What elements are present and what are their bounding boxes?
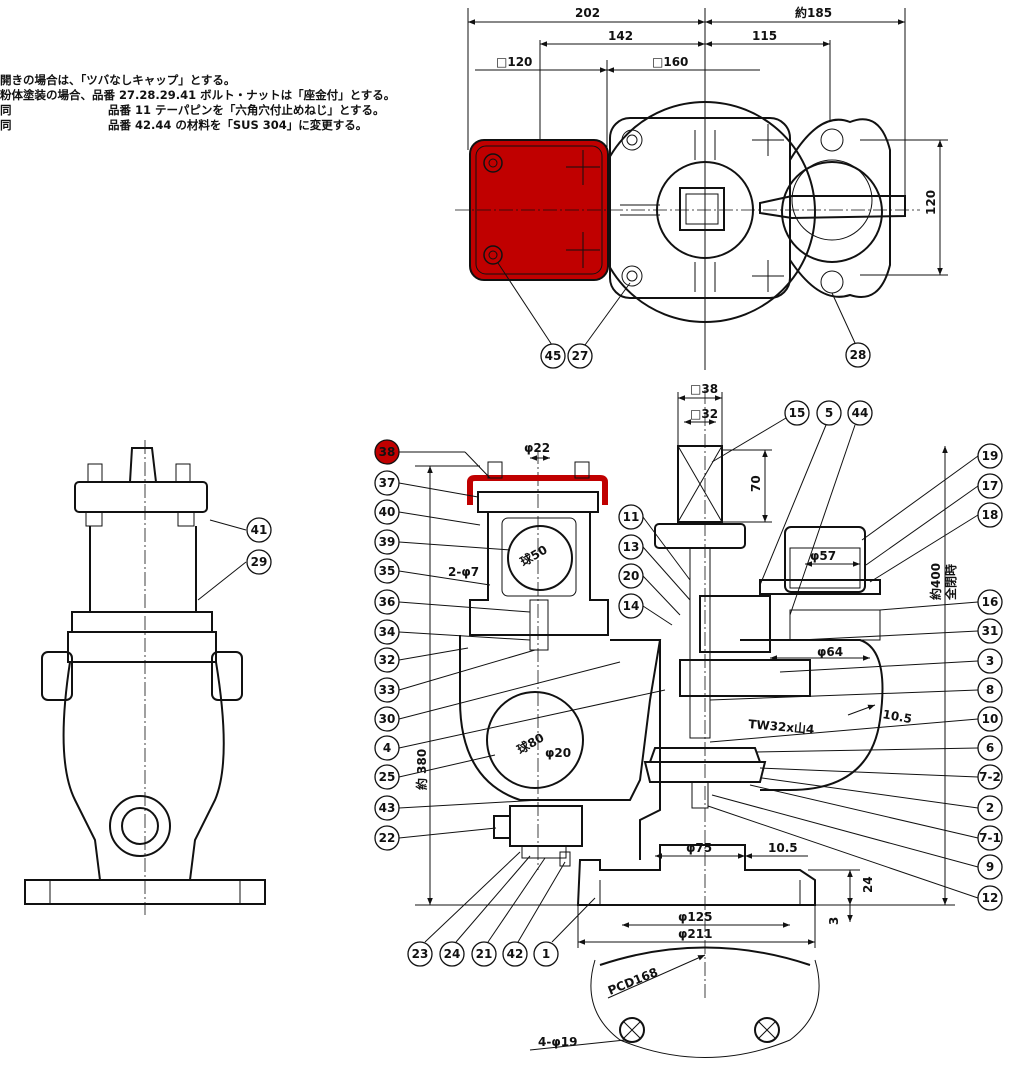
callout-14: 14 bbox=[623, 599, 640, 613]
dim-tw32: TW32x山4 bbox=[748, 716, 815, 737]
callout-3: 3 bbox=[986, 654, 994, 668]
callout-33: 33 bbox=[379, 683, 396, 697]
dim-2phi7: 2-φ7 bbox=[448, 565, 479, 579]
callout-5: 5 bbox=[825, 406, 833, 420]
note-text: 開きの場合は、「ツバなしキャップ」とする。 bbox=[0, 73, 236, 87]
callout-42: 42 bbox=[507, 947, 524, 961]
dim-115: 115 bbox=[752, 29, 777, 43]
note-text: 粉体塗装の場合、品番 27.28.29.41 ボルト・ナットは「座金付」とする。 bbox=[0, 88, 396, 102]
callout-9: 9 bbox=[986, 860, 994, 874]
dim-sq160: □160 bbox=[652, 55, 688, 69]
callout-17: 17 bbox=[982, 479, 999, 493]
callout-23: 23 bbox=[412, 947, 429, 961]
callout-31: 31 bbox=[982, 624, 999, 638]
dim-sq120: □120 bbox=[496, 55, 532, 69]
callout-7-1: 7-1 bbox=[979, 831, 1001, 845]
dim-phi20: φ20 bbox=[545, 746, 571, 760]
note-text: 品番 42.44 の材料を「SUS 304」に変更する。 bbox=[108, 118, 368, 132]
note-ditto: 同 bbox=[0, 118, 12, 132]
callout-41: 41 bbox=[251, 523, 268, 537]
dim-202: 202 bbox=[575, 6, 600, 20]
dim-185: 約185 bbox=[795, 5, 832, 20]
callout-21: 21 bbox=[476, 947, 493, 961]
callout-8: 8 bbox=[986, 683, 994, 697]
note-ditto: 同 bbox=[0, 103, 12, 117]
callout-25: 25 bbox=[379, 770, 396, 784]
callout-38: 38 bbox=[379, 445, 396, 459]
dim-70: 70 bbox=[749, 475, 763, 492]
dim-380: 約 380 bbox=[414, 749, 429, 790]
dim-closed: 全閉時 bbox=[943, 564, 958, 601]
callout-15: 15 bbox=[789, 406, 806, 420]
dim-phi125: φ125 bbox=[678, 910, 712, 924]
callout-7-2: 7-2 bbox=[979, 770, 1001, 784]
callout-13: 13 bbox=[623, 540, 640, 554]
callout-16: 16 bbox=[982, 595, 999, 609]
callout-35: 35 bbox=[379, 564, 396, 578]
callout-19: 19 bbox=[982, 449, 999, 463]
dim-3: 3 bbox=[827, 917, 841, 925]
callout-6: 6 bbox=[986, 741, 994, 755]
callout-45: 45 bbox=[545, 349, 562, 363]
callout-18: 18 bbox=[982, 508, 999, 522]
dim-sq38: □38 bbox=[690, 382, 718, 396]
dim-phi75: φ75 bbox=[686, 841, 712, 855]
callout-10: 10 bbox=[982, 712, 999, 726]
callout-1: 1 bbox=[542, 947, 550, 961]
callout-20: 20 bbox=[623, 569, 640, 583]
top-plan-view bbox=[455, 8, 948, 370]
callout-44: 44 bbox=[852, 406, 869, 420]
dim-10-5-b: 10.5 bbox=[768, 841, 798, 855]
dim-phi22: φ22 bbox=[524, 441, 550, 455]
note-line-4: 同 品番 42.44 の材料を「SUS 304」に変更する。 bbox=[0, 117, 367, 133]
callout-22: 22 bbox=[379, 831, 396, 845]
callout-4: 4 bbox=[383, 741, 391, 755]
callout-29: 29 bbox=[251, 555, 268, 569]
dim-120: 120 bbox=[924, 190, 938, 215]
dim-sq32: □32 bbox=[690, 407, 718, 421]
callout-2: 2 bbox=[986, 801, 994, 815]
note-line-1: 開きの場合は、「ツバなしキャップ」とする。 bbox=[0, 72, 235, 88]
callout-11: 11 bbox=[623, 510, 640, 524]
note-text: 品番 11 テーパピンを「六角穴付止めねじ」とする。 bbox=[108, 103, 385, 117]
side-view bbox=[24, 440, 266, 915]
section-view bbox=[415, 390, 955, 1058]
dim-142: 142 bbox=[608, 29, 633, 43]
dim-4phi19: 4-φ19 bbox=[538, 1035, 577, 1049]
dim-phi64: φ64 bbox=[817, 645, 843, 659]
dim-phi211: φ211 bbox=[678, 927, 712, 941]
dim-pcd168: PCD168 bbox=[606, 965, 660, 998]
dim-400: 約400 bbox=[928, 563, 943, 600]
callout-12: 12 bbox=[982, 891, 999, 905]
dim-24: 24 bbox=[861, 876, 875, 893]
callout-32: 32 bbox=[379, 653, 396, 667]
callouts: 45 27 28 41 29 15 5 44 38 bbox=[246, 342, 1003, 967]
note-line-2: 粉体塗装の場合、品番 27.28.29.41 ボルト・ナットは「座金付」とする。 bbox=[0, 87, 395, 103]
dim-sph50: 球50 bbox=[517, 542, 549, 569]
callout-30: 30 bbox=[379, 712, 396, 726]
callout-28: 28 bbox=[850, 348, 867, 362]
callout-43: 43 bbox=[379, 801, 396, 815]
callout-34: 34 bbox=[379, 625, 396, 639]
callout-37: 37 bbox=[379, 476, 396, 490]
dim-10-5-a: 10.5 bbox=[881, 707, 913, 726]
callout-36: 36 bbox=[379, 595, 396, 609]
note-line-3: 同 品番 11 テーパピンを「六角穴付止めねじ」とする。 bbox=[0, 102, 385, 118]
callout-27: 27 bbox=[572, 349, 589, 363]
callout-24: 24 bbox=[444, 947, 461, 961]
callout-40: 40 bbox=[379, 505, 396, 519]
callout-39: 39 bbox=[379, 535, 396, 549]
dim-sph80: 球80 bbox=[514, 730, 546, 757]
dim-phi57: φ57 bbox=[810, 549, 836, 563]
